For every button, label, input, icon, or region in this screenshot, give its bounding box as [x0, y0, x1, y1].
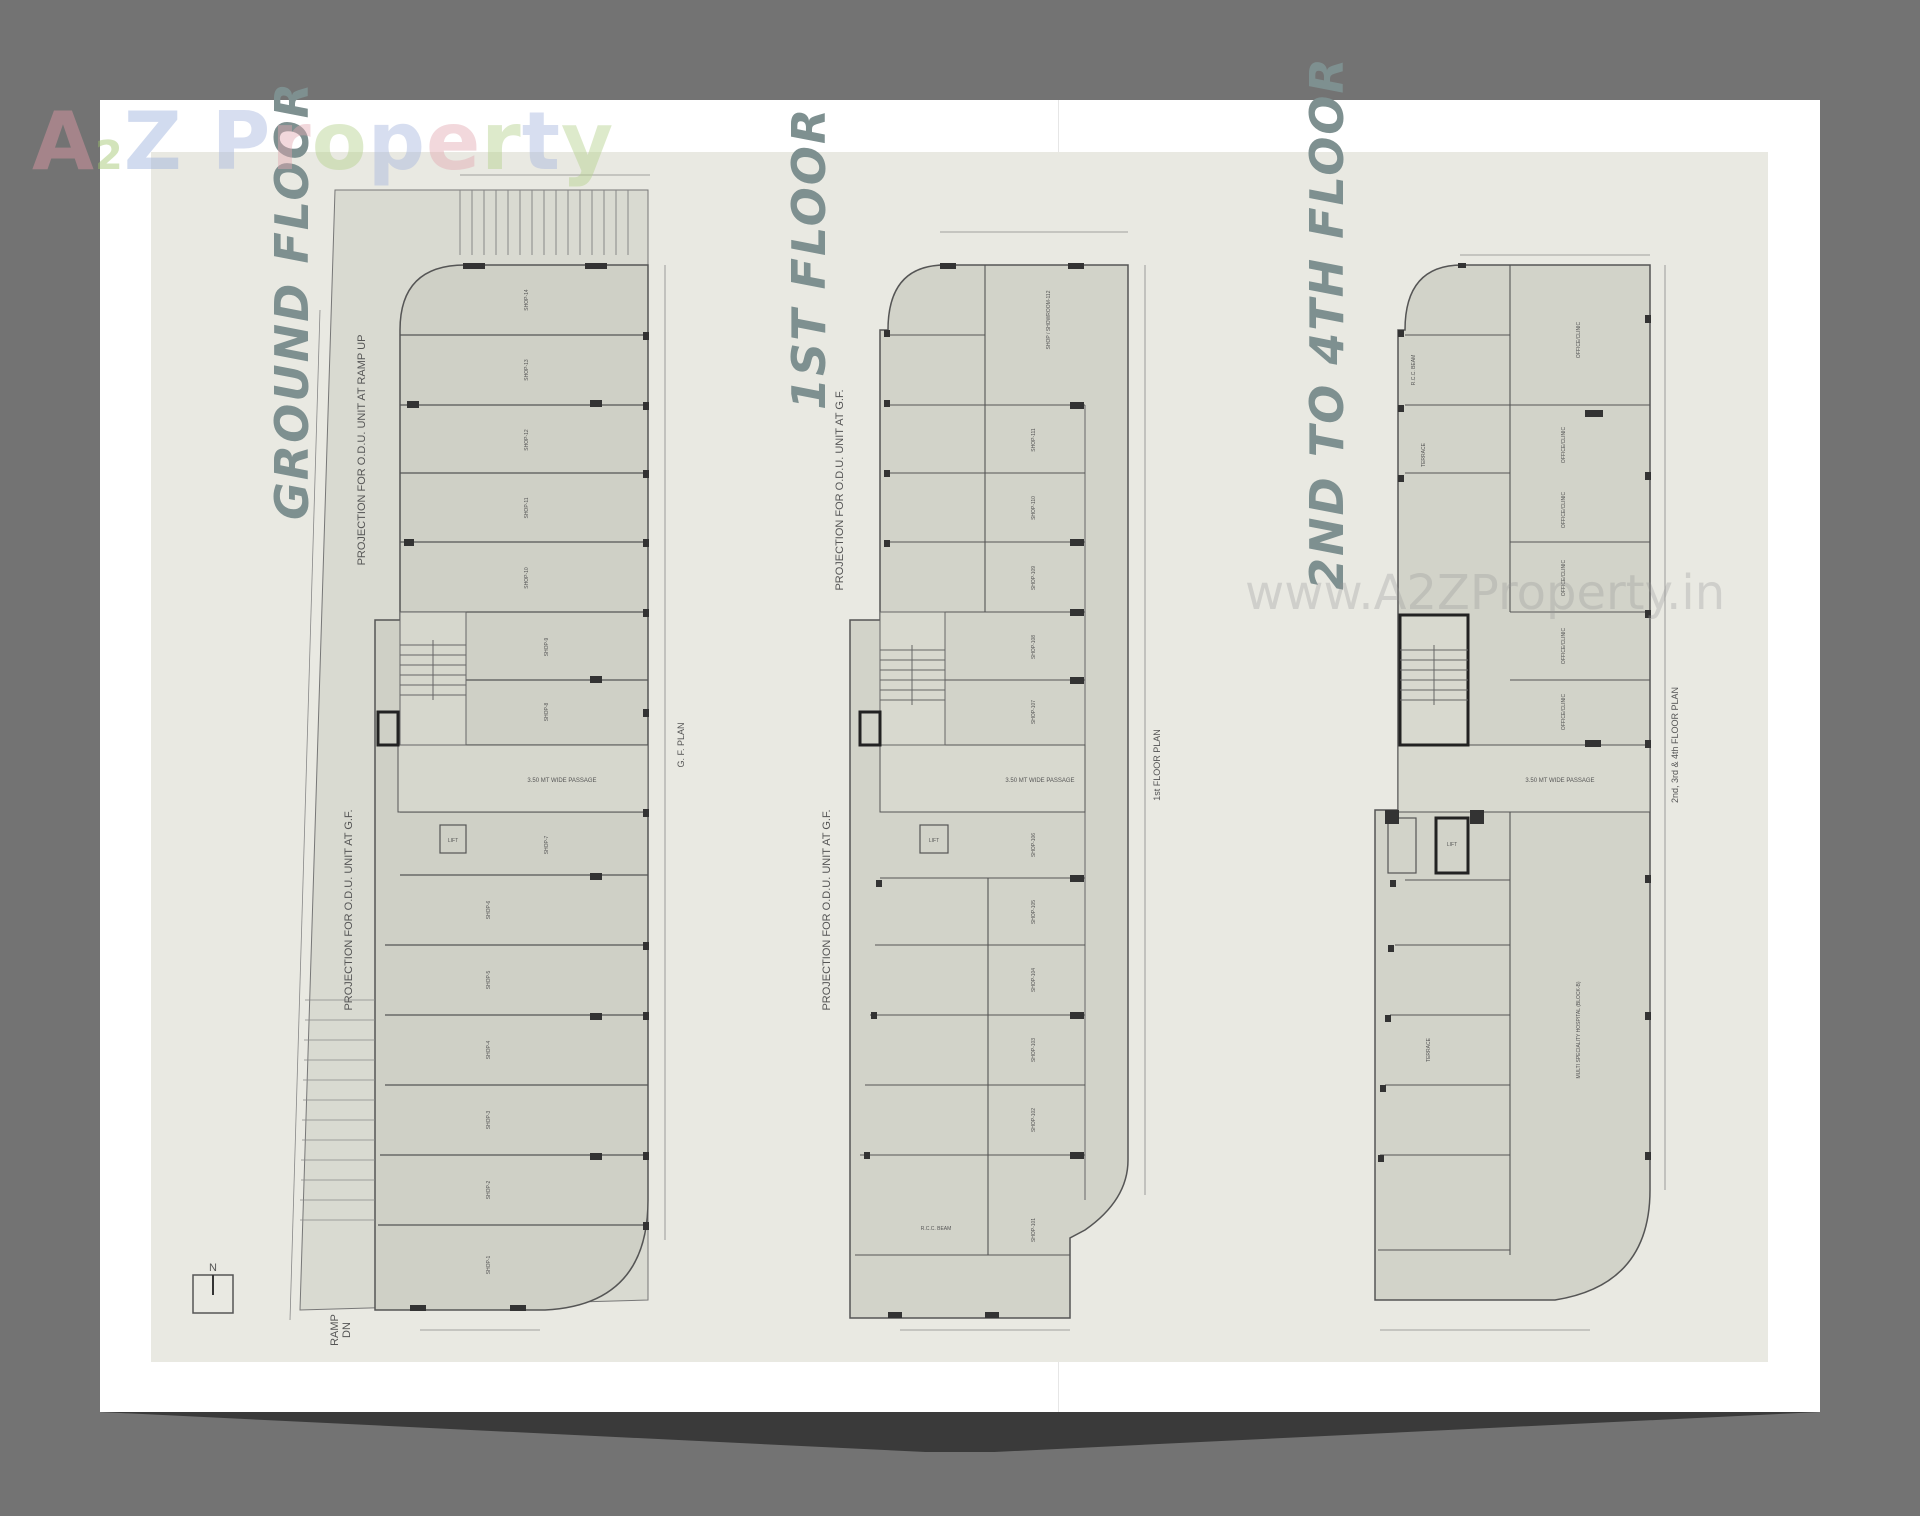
ground-shop-11: SHOP-11	[524, 497, 530, 518]
upper-floor-plan: OFFICE/CLINIC OFFICE/CLINIC OFFICE/CLINI…	[1374, 254, 1680, 1331]
first-shop-108: SHOP-108	[1031, 635, 1037, 659]
ground-shop-1: SHOP-1	[486, 1255, 492, 1274]
ground-plan-label: G. F. PLAN	[676, 722, 686, 767]
ground-shop-partitions	[378, 334, 648, 1226]
first-shop-112: SHOP / SHOWROOM-112	[1046, 290, 1052, 349]
first-shop-109: SHOP-109	[1031, 566, 1037, 590]
first-shop-107: SHOP-107	[1031, 700, 1037, 724]
ground-shop-2: SHOP-2	[486, 1180, 492, 1199]
upper-passage	[1397, 744, 1651, 813]
first-shop-106: SHOP-106	[1031, 833, 1037, 857]
first-floor-plan: SHOP / SHOWROOM-112 SHOP-111 SHOP-110 SH…	[821, 231, 1162, 1331]
ground-lift	[376, 710, 400, 747]
first-beam-label: R.C.C. BEAM	[921, 1226, 952, 1232]
upper-lift-2	[1387, 817, 1417, 874]
first-labels: SHOP / SHOWROOM-112 SHOP-111 SHOP-110 SH…	[821, 290, 1162, 1242]
first-shop-103: SHOP-103	[1031, 1038, 1037, 1062]
north-label: N	[209, 1262, 217, 1274]
ground-passage	[397, 744, 649, 813]
ground-shop-5: SHOP-5	[486, 970, 492, 989]
first-shop-104: SHOP-104	[1031, 968, 1037, 992]
ground-lift-2	[439, 824, 467, 854]
first-lift	[858, 710, 882, 747]
ground-top-ramp	[459, 190, 629, 255]
ground-shop-4: SHOP-4	[486, 1040, 492, 1059]
first-projection-note-1: PROJECTION FOR O.D.U. UNIT AT G.F.	[834, 389, 846, 590]
logo-word-property: Property	[211, 95, 615, 188]
first-projection-note-2: PROJECTION FOR O.D.U. UNIT AT G.F.	[821, 809, 833, 1010]
logo-letter-z: Z	[123, 95, 183, 188]
upper-labels: OFFICE/CLINIC OFFICE/CLINIC OFFICE/CLINI…	[1411, 322, 1680, 1079]
upper-terrace-2: TERRACE	[1426, 1037, 1432, 1062]
first-shop-110: SHOP-110	[1031, 496, 1037, 520]
ground-shop-8: SHOP-8	[544, 702, 550, 721]
upper-office-5: OFFICE/CLINIC	[1561, 628, 1567, 665]
ground-staircase	[399, 611, 467, 746]
upper-dimension-lines	[1380, 254, 1666, 1331]
first-shop-111: SHOP-111	[1031, 428, 1037, 452]
ground-shop-7: SHOP-7	[544, 835, 550, 854]
first-staircase	[879, 611, 946, 746]
first-dimension-lines	[900, 231, 1146, 1331]
first-plan-label: 1st FLOOR PLAN	[1152, 729, 1162, 801]
ground-floor-plan: SHOP-14 SHOP-13 SHOP-12 SHOP-11 SHOP-10 …	[192, 174, 686, 1346]
first-columns	[864, 263, 1084, 1318]
ground-projection-note-2: PROJECTION FOR O.D.U. UNIT AT G.F.	[343, 809, 355, 1010]
ground-ramp-dn-label: DN	[341, 1322, 353, 1338]
first-passage-label: 3.50 MT WIDE PASSAGE	[1005, 778, 1074, 784]
upper-lift-label: LIFT	[1447, 842, 1457, 848]
ground-bottom-ramp	[300, 999, 375, 1221]
first-lift-2	[919, 824, 949, 854]
upper-office-6: OFFICE/CLINIC	[1561, 694, 1567, 731]
upper-office-4: OFFICE/CLINIC	[1561, 560, 1567, 597]
ground-ramp-label: RAMP	[329, 1314, 341, 1346]
ground-lift-label: LIFT	[448, 838, 458, 844]
upper-lift	[1434, 816, 1470, 875]
ground-shop-10: SHOP-10	[524, 567, 530, 589]
first-shop-101: SHOP-101	[1031, 1218, 1037, 1242]
first-passage	[879, 744, 1086, 813]
ground-shop-9: SHOP-9	[544, 637, 550, 656]
first-shop-102: SHOP-102	[1031, 1108, 1037, 1132]
upper-floor-title: 2ND TO 4TH FLOOR	[1300, 56, 1354, 590]
logo-digit-2: 2	[94, 133, 124, 179]
first-shop-105: SHOP-105	[1031, 900, 1037, 924]
ground-shop-12: SHOP-12	[524, 429, 530, 451]
ground-dimension-lines	[289, 174, 666, 1331]
upper-office-2: OFFICE/CLINIC	[1561, 427, 1567, 464]
upper-partitions	[1378, 265, 1650, 1255]
a2z-property-logo: A2Z Property	[32, 95, 614, 188]
ground-passage-label: 3.50 MT WIDE PASSAGE	[527, 778, 596, 784]
ground-shop-14: SHOP-14	[524, 289, 530, 311]
upper-staircase	[1398, 613, 1470, 747]
north-arrow: N	[192, 1262, 234, 1314]
upper-plan-label: 2nd, 3rd & 4th FLOOR PLAN	[1670, 687, 1680, 803]
ground-shop-13: SHOP-13	[524, 359, 530, 381]
upper-passage-label: 3.50 MT WIDE PASSAGE	[1525, 778, 1594, 784]
first-lift-label: LIFT	[929, 838, 939, 844]
upper-office-3: OFFICE/CLINIC	[1561, 492, 1567, 529]
logo-letter-a: A	[32, 95, 95, 188]
first-floor-title: 1ST FLOOR	[782, 106, 836, 410]
ground-shop-3: SHOP-3	[486, 1110, 492, 1129]
upper-large-unit: MULTI SPECIALITY HOSPITAL (BLOCK-B)	[1576, 981, 1582, 1078]
upper-columns	[1378, 263, 1651, 1162]
upper-terrace-1: TERRACE	[1421, 442, 1427, 467]
upper-beam-label: R.C.C. BEAM	[1411, 355, 1417, 386]
upper-office-1: OFFICE/CLINIC	[1576, 322, 1582, 359]
ground-projection-note-1: PROJECTION FOR O.D.U. UNIT AT RAMP UP	[356, 335, 368, 566]
ground-shop-labels: SHOP-14 SHOP-13 SHOP-12 SHOP-11 SHOP-10 …	[329, 289, 686, 1346]
ground-shop-6: SHOP-6	[486, 900, 492, 919]
ground-columns	[404, 263, 649, 1311]
watermark-url: www.A2ZProperty.in	[1245, 565, 1726, 621]
